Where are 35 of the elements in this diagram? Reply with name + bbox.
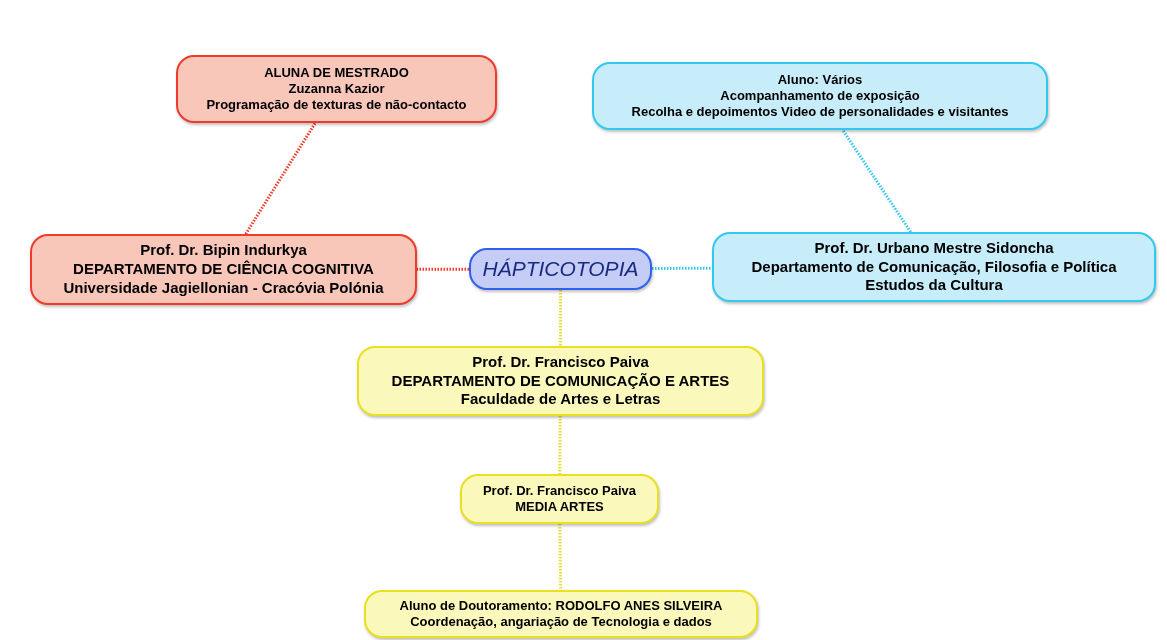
topic-box xyxy=(30,234,417,305)
dotted-connector xyxy=(559,290,562,346)
topic-box xyxy=(176,55,497,123)
topic-text-line: Aluno: Vários xyxy=(777,71,863,88)
central-topic xyxy=(469,248,652,290)
topic-text-line: Coordenação, angariação de Tecnologia e dados xyxy=(410,614,712,631)
topic-box xyxy=(357,346,764,416)
topic-text-line: Estudos da Cultura xyxy=(865,276,1003,296)
topic-text-line: Recolha e depoimentos Video de personalidades e visitantes xyxy=(631,104,1009,121)
dotted-connector xyxy=(244,122,317,235)
topic-title: HÁPTICOTOPIA xyxy=(482,255,639,282)
topic-text-line: ALUNA DE MESTRADO xyxy=(264,64,409,81)
topic-text-line: MEDIA ARTES xyxy=(515,499,604,516)
topic-text-line: DEPARTAMENTO DE COMUNICAÇÃO E ARTES xyxy=(391,371,730,391)
topic-box xyxy=(364,590,758,638)
topic-text-line: Faculdade de Artes e Letras xyxy=(460,390,661,410)
topic-text-line: Departamento de Comunicação, Filosofia e Política xyxy=(751,257,1117,277)
dotted-connector xyxy=(417,267,469,271)
topic-text-line: DEPARTAMENTO DE CIÊNCIA COGNITIVA xyxy=(73,260,374,279)
topic-text-line: Prof. Dr. Urbano Mestre Sidoncha xyxy=(814,238,1054,258)
topic-box xyxy=(460,474,659,524)
topic-box xyxy=(592,62,1048,130)
topic-text-line: Programação de texturas de não-contacto xyxy=(206,97,467,114)
topic-text-line: Aluno de Doutoramento: RODOLFO ANES SILVEIRA xyxy=(399,597,723,614)
topic-text-line: Acompanhamento de exposição xyxy=(720,87,920,105)
dotted-connector xyxy=(652,266,712,270)
topic-text-line: Prof. Dr. Bipin Indurkya xyxy=(140,241,307,260)
topic-text-line: Zuzanna Kazior xyxy=(288,80,385,98)
dotted-connector xyxy=(558,416,562,474)
topic-text-line: Universidade Jagiellonian - Cracóvia Polónia xyxy=(63,278,384,298)
dotted-connector xyxy=(558,524,563,591)
topic-box xyxy=(712,232,1156,302)
topic-text-line: Prof. Dr. Francisco Paiva xyxy=(482,482,637,499)
topic-text-line: Prof. Dr. Francisco Paiva xyxy=(472,352,649,372)
dotted-connector xyxy=(841,129,912,233)
